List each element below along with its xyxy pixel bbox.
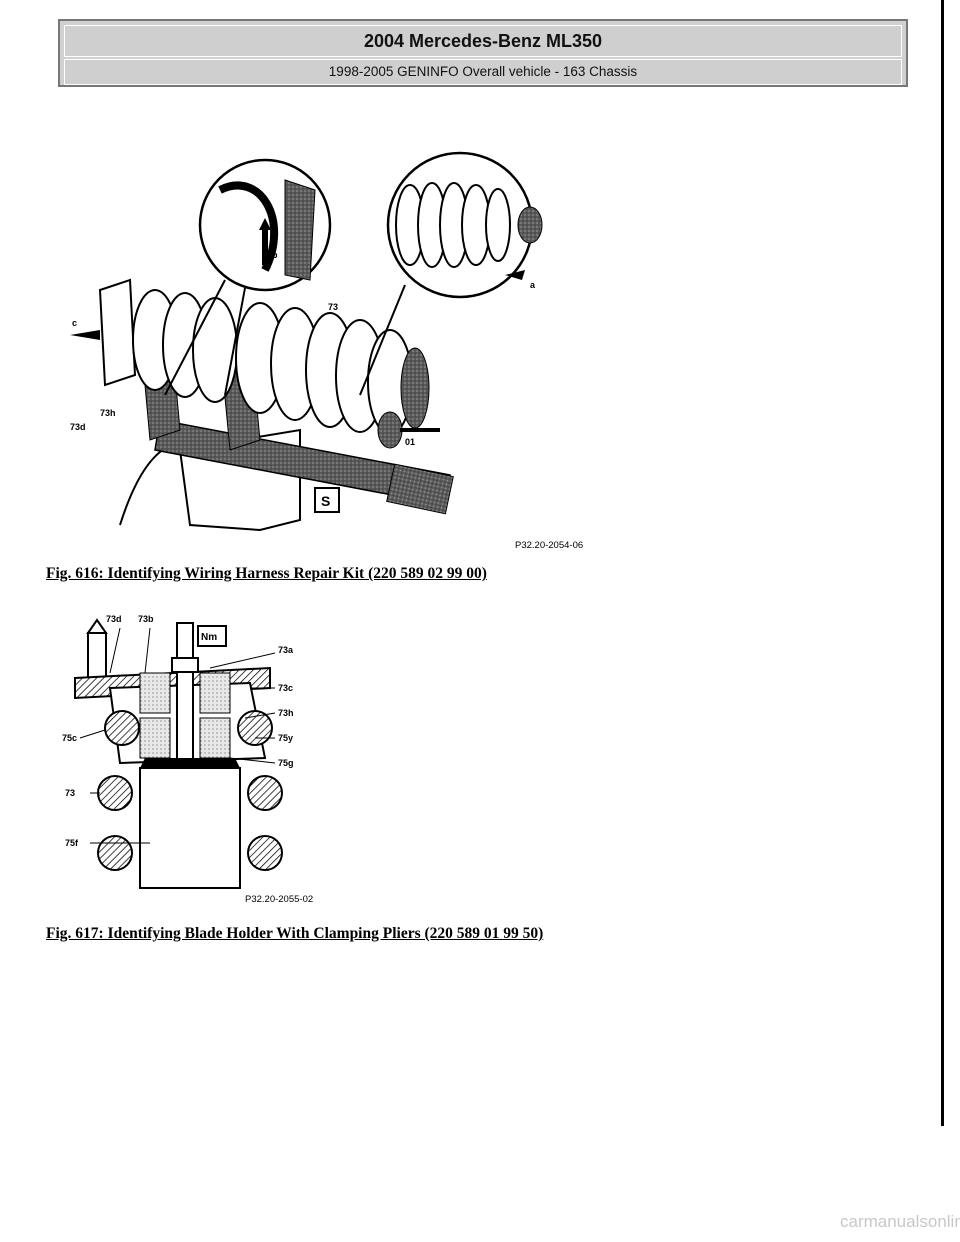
label-73a: 73a (278, 645, 294, 655)
label-73h-b: 73h (278, 708, 294, 718)
label-b: b (272, 250, 278, 260)
svg-text:S: S (321, 493, 330, 509)
figure-617-reference: P32.20-2055-02 (245, 894, 314, 905)
figure-617-illustration: Nm 73d 73b 73a 73c 73h (60, 608, 340, 908)
label-a: a (530, 280, 536, 290)
label-75g: 75g (278, 758, 294, 768)
figure-616-caption: Fig. 616: Identifying Wiring Harness Rep… (46, 565, 487, 582)
label-01: 01 (405, 437, 415, 447)
label-73h: 73h (100, 408, 116, 418)
document-subtitle: 1998-2005 GENINFO Overall vehicle - 163 … (64, 59, 902, 85)
label-73c: 73c (278, 683, 293, 693)
torque-label: Nm (201, 632, 217, 643)
label-75c: 75c (62, 733, 77, 743)
label-c: c (72, 318, 77, 328)
page-frame (941, 0, 944, 1126)
label-73d-b: 73d (106, 614, 122, 624)
label-73b: 73b (138, 614, 154, 624)
label-75f: 75f (65, 838, 79, 848)
label-73-b: 73 (65, 788, 75, 798)
figure-616-illustration: S (60, 130, 600, 551)
document-title: 2004 Mercedes-Benz ML350 (64, 25, 902, 57)
label-73d: 73d (70, 422, 86, 432)
spring-compressor-drawing: S (70, 151, 543, 532)
figure-617-caption: Fig. 617: Identifying Blade Holder With … (46, 925, 544, 942)
label-73: 73 (328, 302, 338, 312)
watermark: carmanualsonline.info (840, 1212, 960, 1231)
blade-holder-drawing: Nm 73d 73b 73a 73c 73h (62, 614, 294, 889)
label-75y: 75y (278, 733, 293, 743)
document-header: 2004 Mercedes-Benz ML350 1998-2005 GENIN… (58, 19, 908, 87)
figure-616-reference: P32.20-2054-06 (515, 540, 584, 551)
